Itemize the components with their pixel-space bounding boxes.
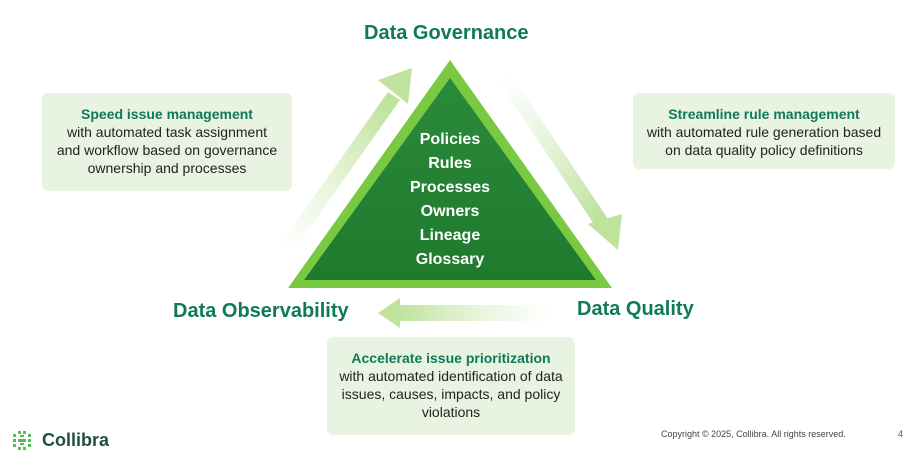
collibra-logo-icon: [13, 431, 31, 450]
box-issue-management: Speed issue management with automated ta…: [42, 93, 292, 191]
box-line: with automated task assignment: [67, 124, 267, 140]
triangle-items: Policies Rules Processes Owners Lineage …: [360, 128, 540, 272]
box-title: Streamline rule management: [668, 106, 860, 122]
triangle-item: Policies: [419, 131, 481, 148]
page-number: 4: [898, 429, 904, 439]
box-issue-prioritization: Accelerate issue prioritization with aut…: [327, 337, 575, 435]
triangle-item: Processes: [409, 179, 491, 196]
arrow-governance-to-quality: [500, 76, 622, 250]
label-data-observability: Data Observability: [173, 300, 349, 322]
triangle-item: Rules: [428, 155, 472, 172]
brand-name: Collibra: [42, 430, 110, 450]
triangle-item: Glossary: [415, 251, 485, 268]
label-data-quality: Data Quality: [577, 298, 694, 320]
box-line: on data quality policy definitions: [665, 142, 863, 158]
box-line: with automated rule generation based: [646, 124, 882, 140]
arrow-quality-to-observability: [378, 298, 550, 328]
box-line: and workflow based on governance: [56, 142, 278, 158]
label-data-governance: Data Governance: [364, 22, 529, 44]
box-line: with automated identification of data: [339, 368, 563, 384]
triangle-item: Owners: [420, 203, 480, 220]
triangle-item: Lineage: [419, 227, 481, 244]
governance-triangle: [288, 60, 612, 288]
box-rule-management: Streamline rule management with automate…: [633, 93, 895, 169]
copyright: Copyright © 2025, Collibra. All rights r…: [661, 429, 846, 439]
arrow-observability-to-governance: [282, 68, 412, 250]
box-line: issues, causes, impacts, and policy: [341, 386, 561, 402]
box-title: Accelerate issue prioritization: [351, 350, 551, 366]
box-line: violations: [421, 404, 481, 420]
box-line: ownership and processes: [87, 160, 247, 176]
box-title: Speed issue management: [81, 106, 253, 122]
